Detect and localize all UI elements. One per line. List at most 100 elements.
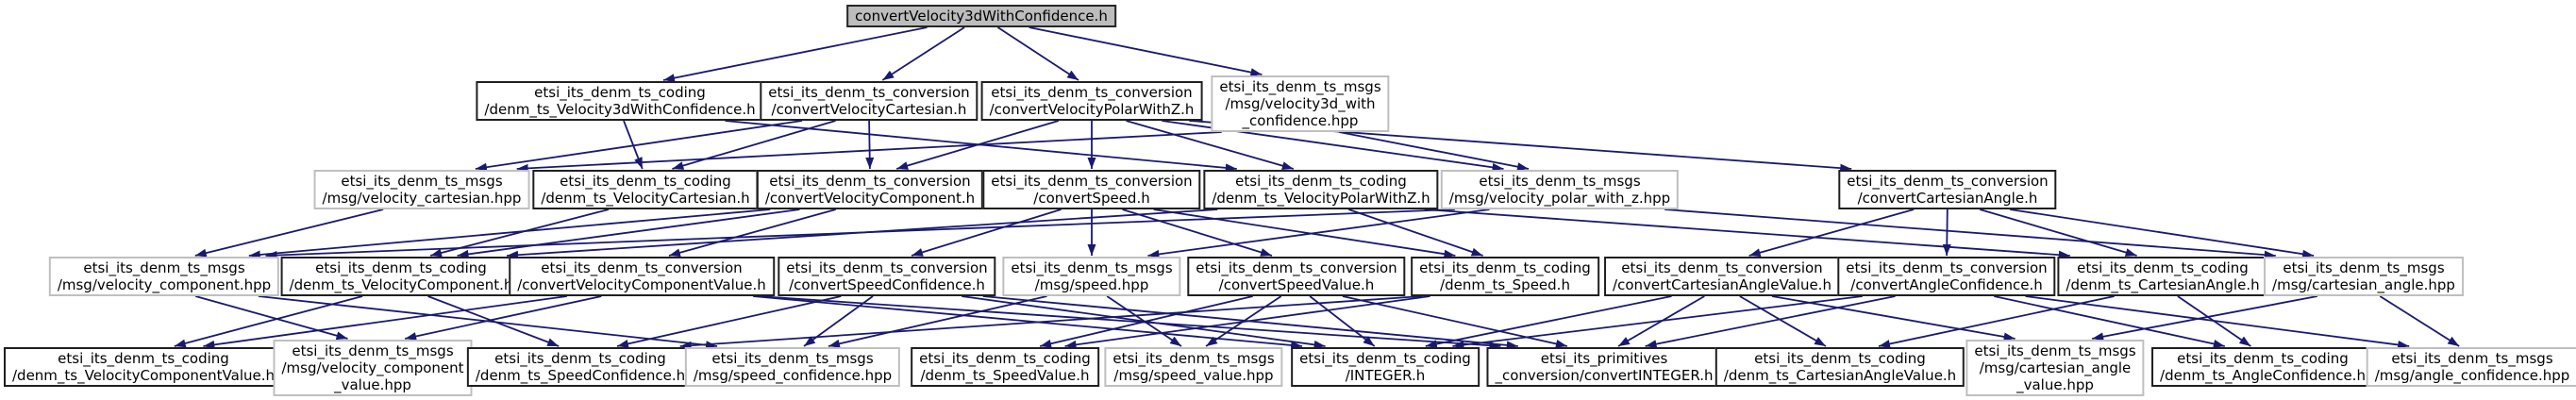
- graph-node-convert-speed[interactable]: etsi_its_denm_ts_conversion /convertSpee…: [982, 170, 1201, 209]
- include-edge: [194, 295, 348, 341]
- include-edge: [2025, 295, 2410, 349]
- graph-node-label: etsi_its_denm_ts_coding /denm_ts_Velocit…: [541, 173, 750, 207]
- graph-node-msg-speed[interactable]: etsi_its_denm_ts_msgs /msg/speed.hpp: [1002, 257, 1181, 296]
- include-edge: [475, 120, 803, 172]
- include-edge: [1126, 120, 1295, 171]
- include-edge: [1664, 208, 2276, 259]
- graph-node-label: etsi_its_denm_ts_conversion /convertCart…: [1613, 259, 1832, 293]
- graph-node-label: etsi_its_denm_ts_coding /denm_ts_SpeedCo…: [475, 350, 686, 384]
- include-edge: [194, 208, 384, 258]
- include-edge: [1064, 295, 1430, 349]
- include-edge: [1452, 295, 1863, 350]
- include-edge: [1425, 295, 1672, 349]
- graph-node-msg-velocity-component[interactable]: etsi_its_denm_ts_msgs /msg/velocity_comp…: [48, 257, 280, 296]
- graph-node-label: etsi_its_denm_ts_msgs /msg/velocity_cart…: [322, 173, 522, 207]
- graph-node-label: etsi_its_denm_ts_conversion /convertAngl…: [1846, 259, 2048, 293]
- graph-node-convert-velocity-polar-with-z[interactable]: etsi_its_denm_ts_conversion /convertVelo…: [980, 81, 1203, 121]
- include-edge: [2010, 208, 2315, 258]
- include-edge: [758, 295, 1501, 350]
- graph-node-label: etsi_its_denm_ts_msgs /msg/velocity3d_wi…: [1219, 78, 1381, 129]
- graph-node-msg-velocity-polar-with-z[interactable]: etsi_its_denm_ts_msgs /msg/velocity_pola…: [1440, 170, 1680, 209]
- graph-node-label: etsi_its_denm_ts_coding /denm_ts_Cartesi…: [1723, 350, 1957, 384]
- include-edge: [457, 208, 800, 258]
- include-edge: [1979, 208, 2137, 257]
- graph-node-msg-cartesian-angle-value[interactable]: etsi_its_denm_ts_msgs /msg/cartesian_ang…: [1965, 340, 2145, 396]
- include-edge: [1205, 295, 1282, 347]
- graph-node-convert-velocity-cartesian[interactable]: etsi_its_denm_ts_conversion /convertVelo…: [760, 81, 979, 121]
- graph-node-msg-cartesian-angle[interactable]: etsi_its_denm_ts_msgs /msg/cartesian_ang…: [2264, 257, 2464, 296]
- graph-node-root[interactable]: convertVelocity3dWithConfidence.h: [846, 5, 1116, 27]
- graph-node-coding-velocity-component[interactable]: etsi_its_denm_ts_coding /denm_ts_Velocit…: [280, 257, 522, 296]
- include-edge: [1309, 295, 1376, 347]
- graph-node-label: etsi_its_denm_ts_conversion /convertSpee…: [991, 173, 1193, 207]
- graph-node-label: etsi_its_denm_ts_coding /denm_ts_Cartesi…: [2066, 259, 2260, 293]
- graph-node-label: etsi_its_denm_ts_conversion /convertCart…: [1847, 173, 2049, 207]
- graph-node-coding-speed[interactable]: etsi_its_denm_ts_coding /denm_ts_Speed.h: [1411, 257, 1599, 296]
- graph-node-convert-speed-value[interactable]: etsi_its_denm_ts_conversion /convertSpee…: [1187, 257, 1406, 296]
- include-edge: [672, 120, 836, 170]
- include-edge: [1153, 208, 1456, 258]
- graph-node-label: etsi_its_denm_ts_msgs /msg/angle_confide…: [2374, 350, 2570, 384]
- graph-node-msg-velocity-cartesian[interactable]: etsi_its_denm_ts_msgs /msg/velocity_cart…: [313, 170, 530, 209]
- graph-node-label: etsi_its_denm_ts_conversion /convertVelo…: [989, 84, 1195, 118]
- graph-node-convert-integer[interactable]: etsi_its_primitives _conversion/convertI…: [1486, 347, 1722, 387]
- graph-node-msg-speed-value[interactable]: etsi_its_denm_ts_msgs /msg/speed_value.h…: [1104, 347, 1283, 387]
- graph-node-coding-velocity-polar-with-z[interactable]: etsi_its_denm_ts_coding /denm_ts_Velocit…: [1203, 170, 1439, 209]
- include-edge: [1348, 208, 1483, 257]
- graph-node-msg-velocity-component-value[interactable]: etsi_its_denm_ts_msgs /msg/velocity_comp…: [273, 340, 473, 396]
- include-edge: [1424, 208, 2070, 259]
- graph-node-coding-angle-confidence[interactable]: etsi_its_denm_ts_coding /denm_ts_AngleCo…: [2151, 347, 2374, 387]
- graph-node-convert-cartesian-angle[interactable]: etsi_its_denm_ts_conversion /convertCart…: [1838, 170, 2057, 209]
- graph-node-convert-angle-confidence[interactable]: etsi_its_denm_ts_conversion /convertAngl…: [1837, 257, 2056, 296]
- graph-node-label: etsi_its_denm_ts_coding /denm_ts_Velocit…: [1212, 173, 1430, 207]
- include-edge: [1739, 295, 1827, 347]
- include-edge: [2379, 295, 2460, 347]
- graph-node-convert-velocity-component-value[interactable]: etsi_its_denm_ts_conversion /convertVelo…: [509, 257, 775, 296]
- graph-node-coding-velocity-component-value[interactable]: etsi_its_denm_ts_coding /denm_ts_Velocit…: [3, 347, 284, 387]
- graph-node-convert-velocity-component[interactable]: etsi_its_denm_ts_conversion /convertVelo…: [756, 170, 984, 209]
- graph-node-coding-speed-value[interactable]: etsi_its_denm_ts_coding /denm_ts_SpeedVa…: [911, 347, 1099, 387]
- include-edge: [865, 120, 875, 170]
- graph-node-msg-velocity3d-with-confidence[interactable]: etsi_its_denm_ts_msgs /msg/velocity3d_wi…: [1211, 75, 1390, 132]
- graph-node-label: etsi_its_denm_ts_msgs /msg/speed_confide…: [693, 350, 893, 384]
- include-edge: [1645, 295, 1896, 349]
- include-edge: [1994, 295, 2225, 348]
- include-edge: [1029, 26, 1263, 77]
- graph-node-coding-cartesian-angle-value[interactable]: etsi_its_denm_ts_coding /denm_ts_Cartesi…: [1715, 347, 1965, 387]
- graph-node-coding-velocity3d-with-confidence[interactable]: etsi_its_denm_ts_coding /denm_ts_Velocit…: [476, 81, 764, 121]
- graph-node-msg-angle-confidence[interactable]: etsi_its_denm_ts_msgs /msg/angle_confide…: [2366, 347, 2576, 387]
- include-edge: [516, 131, 1222, 173]
- include-edge: [1342, 295, 1568, 348]
- graph-node-label: etsi_its_denm_ts_conversion /convertVelo…: [768, 84, 970, 118]
- graph-node-label: etsi_its_denm_ts_conversion /convertVelo…: [764, 173, 976, 207]
- graph-node-label: etsi_its_denm_ts_msgs /msg/cartesian_ang…: [2272, 259, 2455, 293]
- include-edge: [2092, 295, 2318, 342]
- include-edge: [1122, 208, 1273, 257]
- graph-node-label: etsi_its_denm_ts_conversion /convertSpee…: [786, 259, 988, 293]
- include-edge: [616, 295, 842, 348]
- graph-node-label: etsi_its_denm_ts_conversion /convertSpee…: [1196, 259, 1397, 293]
- include-edge: [1748, 208, 1915, 258]
- graph-node-label: etsi_its_denm_ts_coding /denm_ts_Velocit…: [484, 84, 756, 118]
- graph-node-convert-cartesian-angle-value[interactable]: etsi_its_denm_ts_conversion /convertCart…: [1604, 257, 1840, 296]
- include-edge: [881, 26, 965, 81]
- graph-node-msg-speed-confidence[interactable]: etsi_its_denm_ts_msgs /msg/speed_confide…: [684, 347, 901, 387]
- graph-node-label: etsi_its_denm_ts_conversion /convertVelo…: [517, 259, 766, 293]
- graph-node-convert-speed-confidence[interactable]: etsi_its_denm_ts_conversion /convertSpee…: [778, 257, 996, 296]
- include-edge: [997, 26, 1079, 81]
- graph-node-coding-integer[interactable]: etsi_its_denm_ts_coding /INTEGER.h: [1291, 347, 1480, 387]
- graph-node-coding-speed-confidence[interactable]: etsi_its_denm_ts_coding /denm_ts_SpeedCo…: [466, 347, 694, 387]
- graph-node-label: convertVelocity3dWithConfidence.h: [855, 8, 1108, 25]
- graph-node-label: etsi_its_denm_ts_coding /denm_ts_AngleCo…: [2160, 350, 2366, 384]
- graph-node-coding-velocity-cartesian[interactable]: etsi_its_denm_ts_coding /denm_ts_Velocit…: [532, 170, 759, 209]
- graph-node-label: etsi_its_denm_ts_msgs /msg/speed.hpp: [1011, 259, 1173, 293]
- graph-node-coding-cartesian-angle[interactable]: etsi_its_denm_ts_coding /denm_ts_Cartesi…: [2057, 257, 2268, 296]
- graph-node-label: etsi_its_denm_ts_coding /denm_ts_Velocit…: [289, 259, 513, 293]
- graph-node-label: etsi_its_denm_ts_msgs /msg/speed_value.h…: [1112, 350, 1275, 384]
- include-edge: [1771, 295, 2016, 342]
- include-edge: [2177, 295, 2251, 347]
- graph-node-label: etsi_its_denm_ts_coding /denm_ts_Speed.h: [1419, 259, 1591, 293]
